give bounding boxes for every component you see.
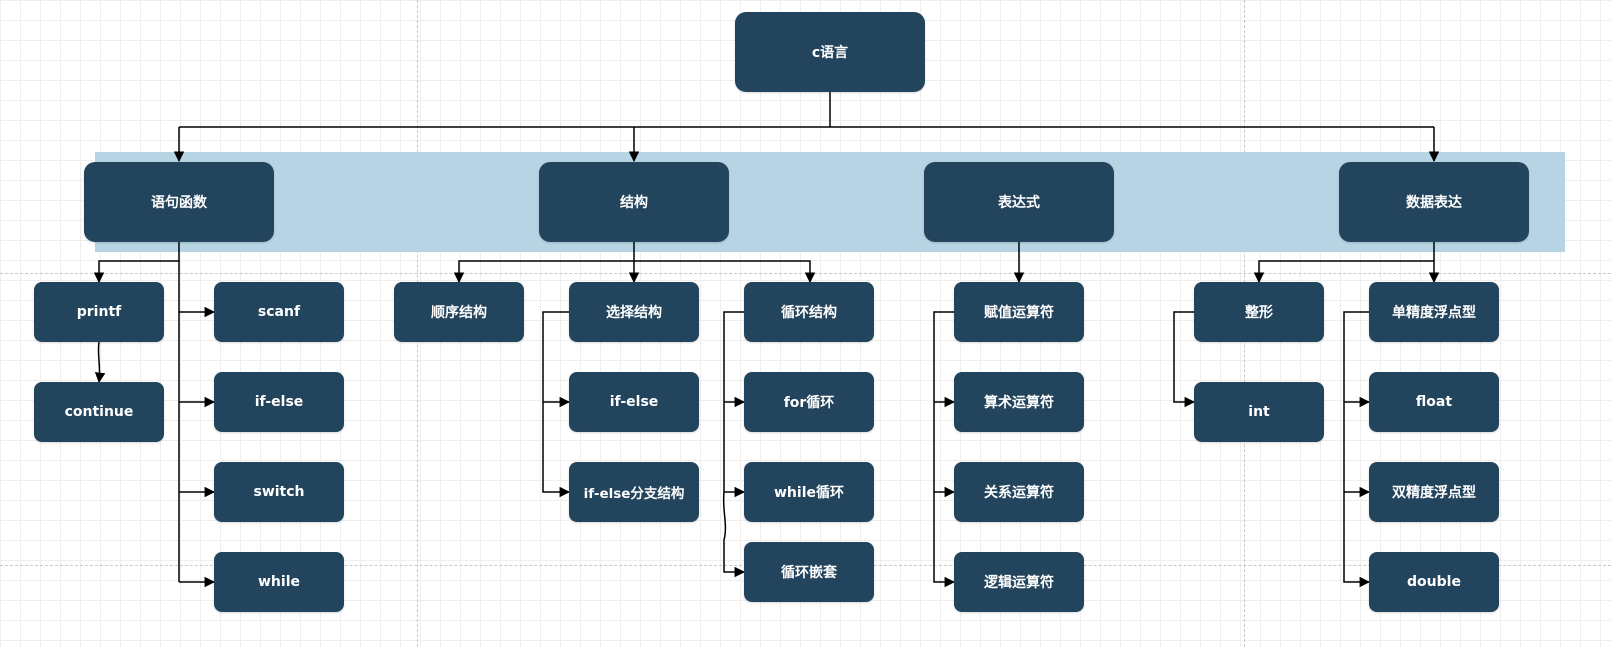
category-node-statements[interactable]: 语句函数 bbox=[84, 162, 274, 242]
node-switch[interactable]: switch bbox=[214, 462, 344, 522]
node-double[interactable]: double bbox=[1369, 552, 1499, 612]
node-float[interactable]: float bbox=[1369, 372, 1499, 432]
connector bbox=[1173, 311, 1196, 408]
category-node-data[interactable]: 数据表达 bbox=[1339, 162, 1529, 242]
node-scanf[interactable]: scanf bbox=[214, 282, 344, 342]
connector bbox=[1253, 242, 1435, 284]
node-printf[interactable]: printf bbox=[34, 282, 164, 342]
node-if-else[interactable]: if-else bbox=[214, 372, 344, 432]
node-logical-operator[interactable]: 逻辑运算符 bbox=[954, 552, 1084, 612]
node-selection-structure[interactable]: 选择结构 bbox=[569, 282, 699, 342]
node-while-loop[interactable]: while循环 bbox=[744, 462, 874, 522]
node-nested-loop[interactable]: 循环嵌套 bbox=[744, 542, 874, 602]
node-sequential-structure[interactable]: 顺序结构 bbox=[394, 282, 524, 342]
connector bbox=[1343, 311, 1371, 588]
node-relational-operator[interactable]: 关系运算符 bbox=[954, 462, 1084, 522]
node-assignment-operator[interactable]: 赋值运算符 bbox=[954, 282, 1084, 342]
node-if-else-branch-structure[interactable]: if-else分支结构 bbox=[569, 462, 699, 522]
node-double-precision-float[interactable]: 双精度浮点型 bbox=[1369, 462, 1499, 522]
connector bbox=[933, 311, 956, 588]
category-node-structure[interactable]: 结构 bbox=[539, 162, 729, 242]
connector bbox=[722, 311, 746, 578]
connector bbox=[453, 242, 635, 284]
connector bbox=[94, 341, 106, 384]
connector bbox=[93, 242, 180, 284]
root-node[interactable]: c语言 bbox=[735, 12, 925, 92]
node-while[interactable]: while bbox=[214, 552, 344, 612]
node-single-precision-float[interactable]: 单精度浮点型 bbox=[1369, 282, 1499, 342]
connector bbox=[634, 260, 816, 284]
category-band bbox=[95, 152, 1565, 252]
node-selection-if-else[interactable]: if-else bbox=[569, 372, 699, 432]
node-integer-type[interactable]: 整形 bbox=[1194, 282, 1324, 342]
node-continue[interactable]: continue bbox=[34, 382, 164, 442]
category-node-expressions[interactable]: 表达式 bbox=[924, 162, 1114, 242]
node-arithmetic-operator[interactable]: 算术运算符 bbox=[954, 372, 1084, 432]
node-for-loop[interactable]: for循环 bbox=[744, 372, 874, 432]
node-loop-structure[interactable]: 循环结构 bbox=[744, 282, 874, 342]
node-int[interactable]: int bbox=[1194, 382, 1324, 442]
